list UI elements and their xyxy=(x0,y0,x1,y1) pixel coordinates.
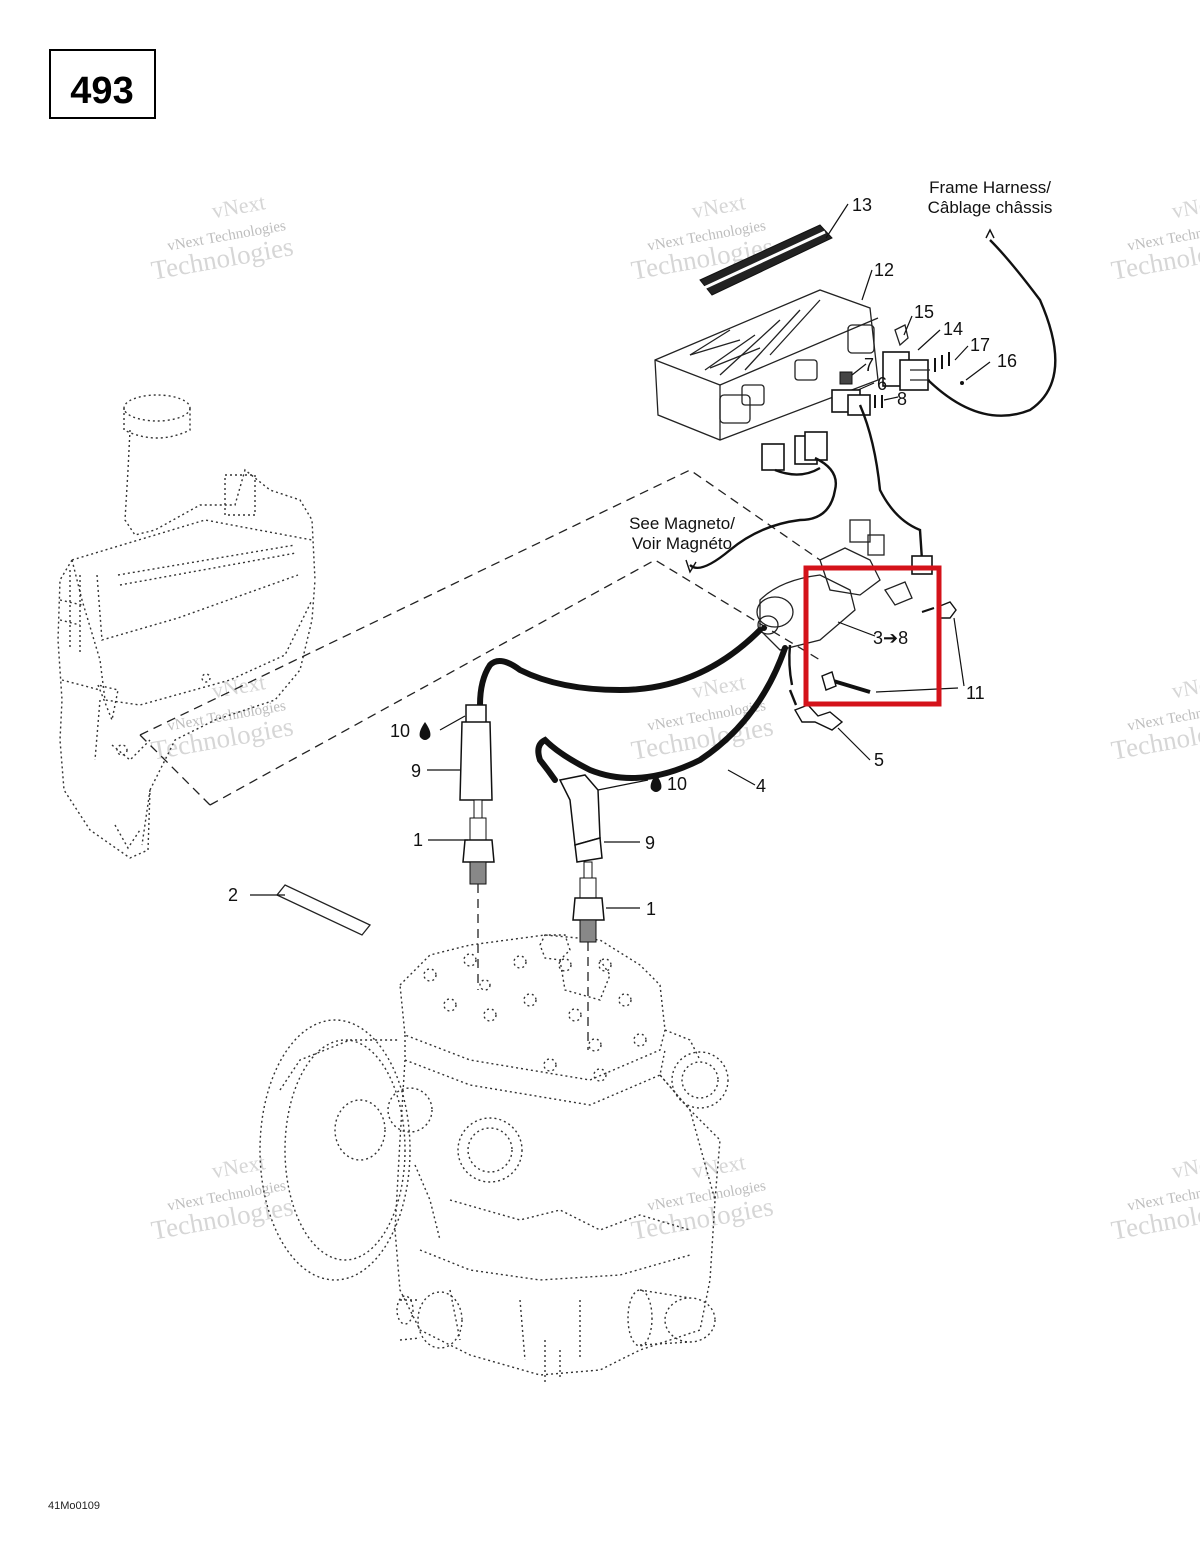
callout-1a: 1 xyxy=(413,830,423,850)
callout-16: 16 xyxy=(997,351,1017,371)
callout-9a: 9 xyxy=(411,761,421,781)
callout-8: 8 xyxy=(897,389,907,409)
see-magneto-note: See Magneto/ Voir Magnéto xyxy=(629,514,735,553)
oil-tank xyxy=(57,394,316,859)
callout-3-to-8: 3➔8 xyxy=(873,628,908,648)
decal-part-2 xyxy=(275,884,372,936)
callout-1b: 1 xyxy=(646,899,656,919)
oil-drop-icon xyxy=(650,774,662,792)
callout-17: 17 xyxy=(970,335,990,355)
engine xyxy=(259,934,729,1385)
svg-text:Câblage châssis: Câblage châssis xyxy=(928,198,1053,217)
svg-text:Frame Harness/: Frame Harness/ xyxy=(929,178,1051,197)
diagram-number-box: 493 xyxy=(49,49,156,119)
callouts: 13 12 15 14 17 16 7 6 8 3➔8 11 5 4 10 10… xyxy=(228,195,1017,919)
svg-text:See Magneto/: See Magneto/ xyxy=(629,514,735,533)
control-module-part-12 xyxy=(654,289,879,441)
drawing-code: 41Mo0109 xyxy=(48,1500,100,1512)
callout-12: 12 xyxy=(874,260,894,280)
svg-text:Voir Magnéto: Voir Magnéto xyxy=(632,534,732,553)
spark-plug-caps-part-9 xyxy=(459,704,603,863)
watermarks: vNext vNext Technologies Technologies vN… xyxy=(149,189,1200,1245)
svg-text:vNext: vNext xyxy=(210,189,267,223)
svg-text:vNext: vNext xyxy=(1170,1149,1200,1183)
callout-14: 14 xyxy=(943,319,963,339)
magneto-harness xyxy=(685,431,837,574)
callout-10a: 10 xyxy=(390,721,410,741)
highlight-box xyxy=(803,565,942,707)
high-tension-cables-part-4 xyxy=(477,627,788,783)
frame-harness-note: Frame Harness/ Câblage châssis xyxy=(928,178,1053,217)
svg-text:vNext: vNext xyxy=(690,189,747,223)
ignition-coil xyxy=(756,519,957,731)
connector-group xyxy=(831,228,1057,575)
callout-13: 13 xyxy=(852,195,872,215)
svg-text:vNext: vNext xyxy=(210,669,267,703)
callout-10b: 10 xyxy=(667,774,687,794)
callout-5: 5 xyxy=(874,750,884,770)
svg-text:vNext: vNext xyxy=(1170,669,1200,703)
callout-6: 6 xyxy=(877,374,887,394)
callout-7: 7 xyxy=(864,355,874,375)
callout-4: 4 xyxy=(756,776,766,796)
callout-2: 2 xyxy=(228,885,238,905)
callout-15: 15 xyxy=(914,302,934,322)
svg-text:vNext: vNext xyxy=(210,1149,267,1183)
callout-11: 11 xyxy=(966,683,985,703)
oil-drop-icon xyxy=(419,722,431,740)
diagram-number: 493 xyxy=(70,70,133,112)
spark-plugs-part-1 xyxy=(462,799,605,1050)
svg-text:vNext: vNext xyxy=(1170,189,1200,223)
callout-9b: 9 xyxy=(645,833,655,853)
leader-lines xyxy=(250,203,991,909)
svg-text:vNext: vNext xyxy=(690,1149,747,1183)
